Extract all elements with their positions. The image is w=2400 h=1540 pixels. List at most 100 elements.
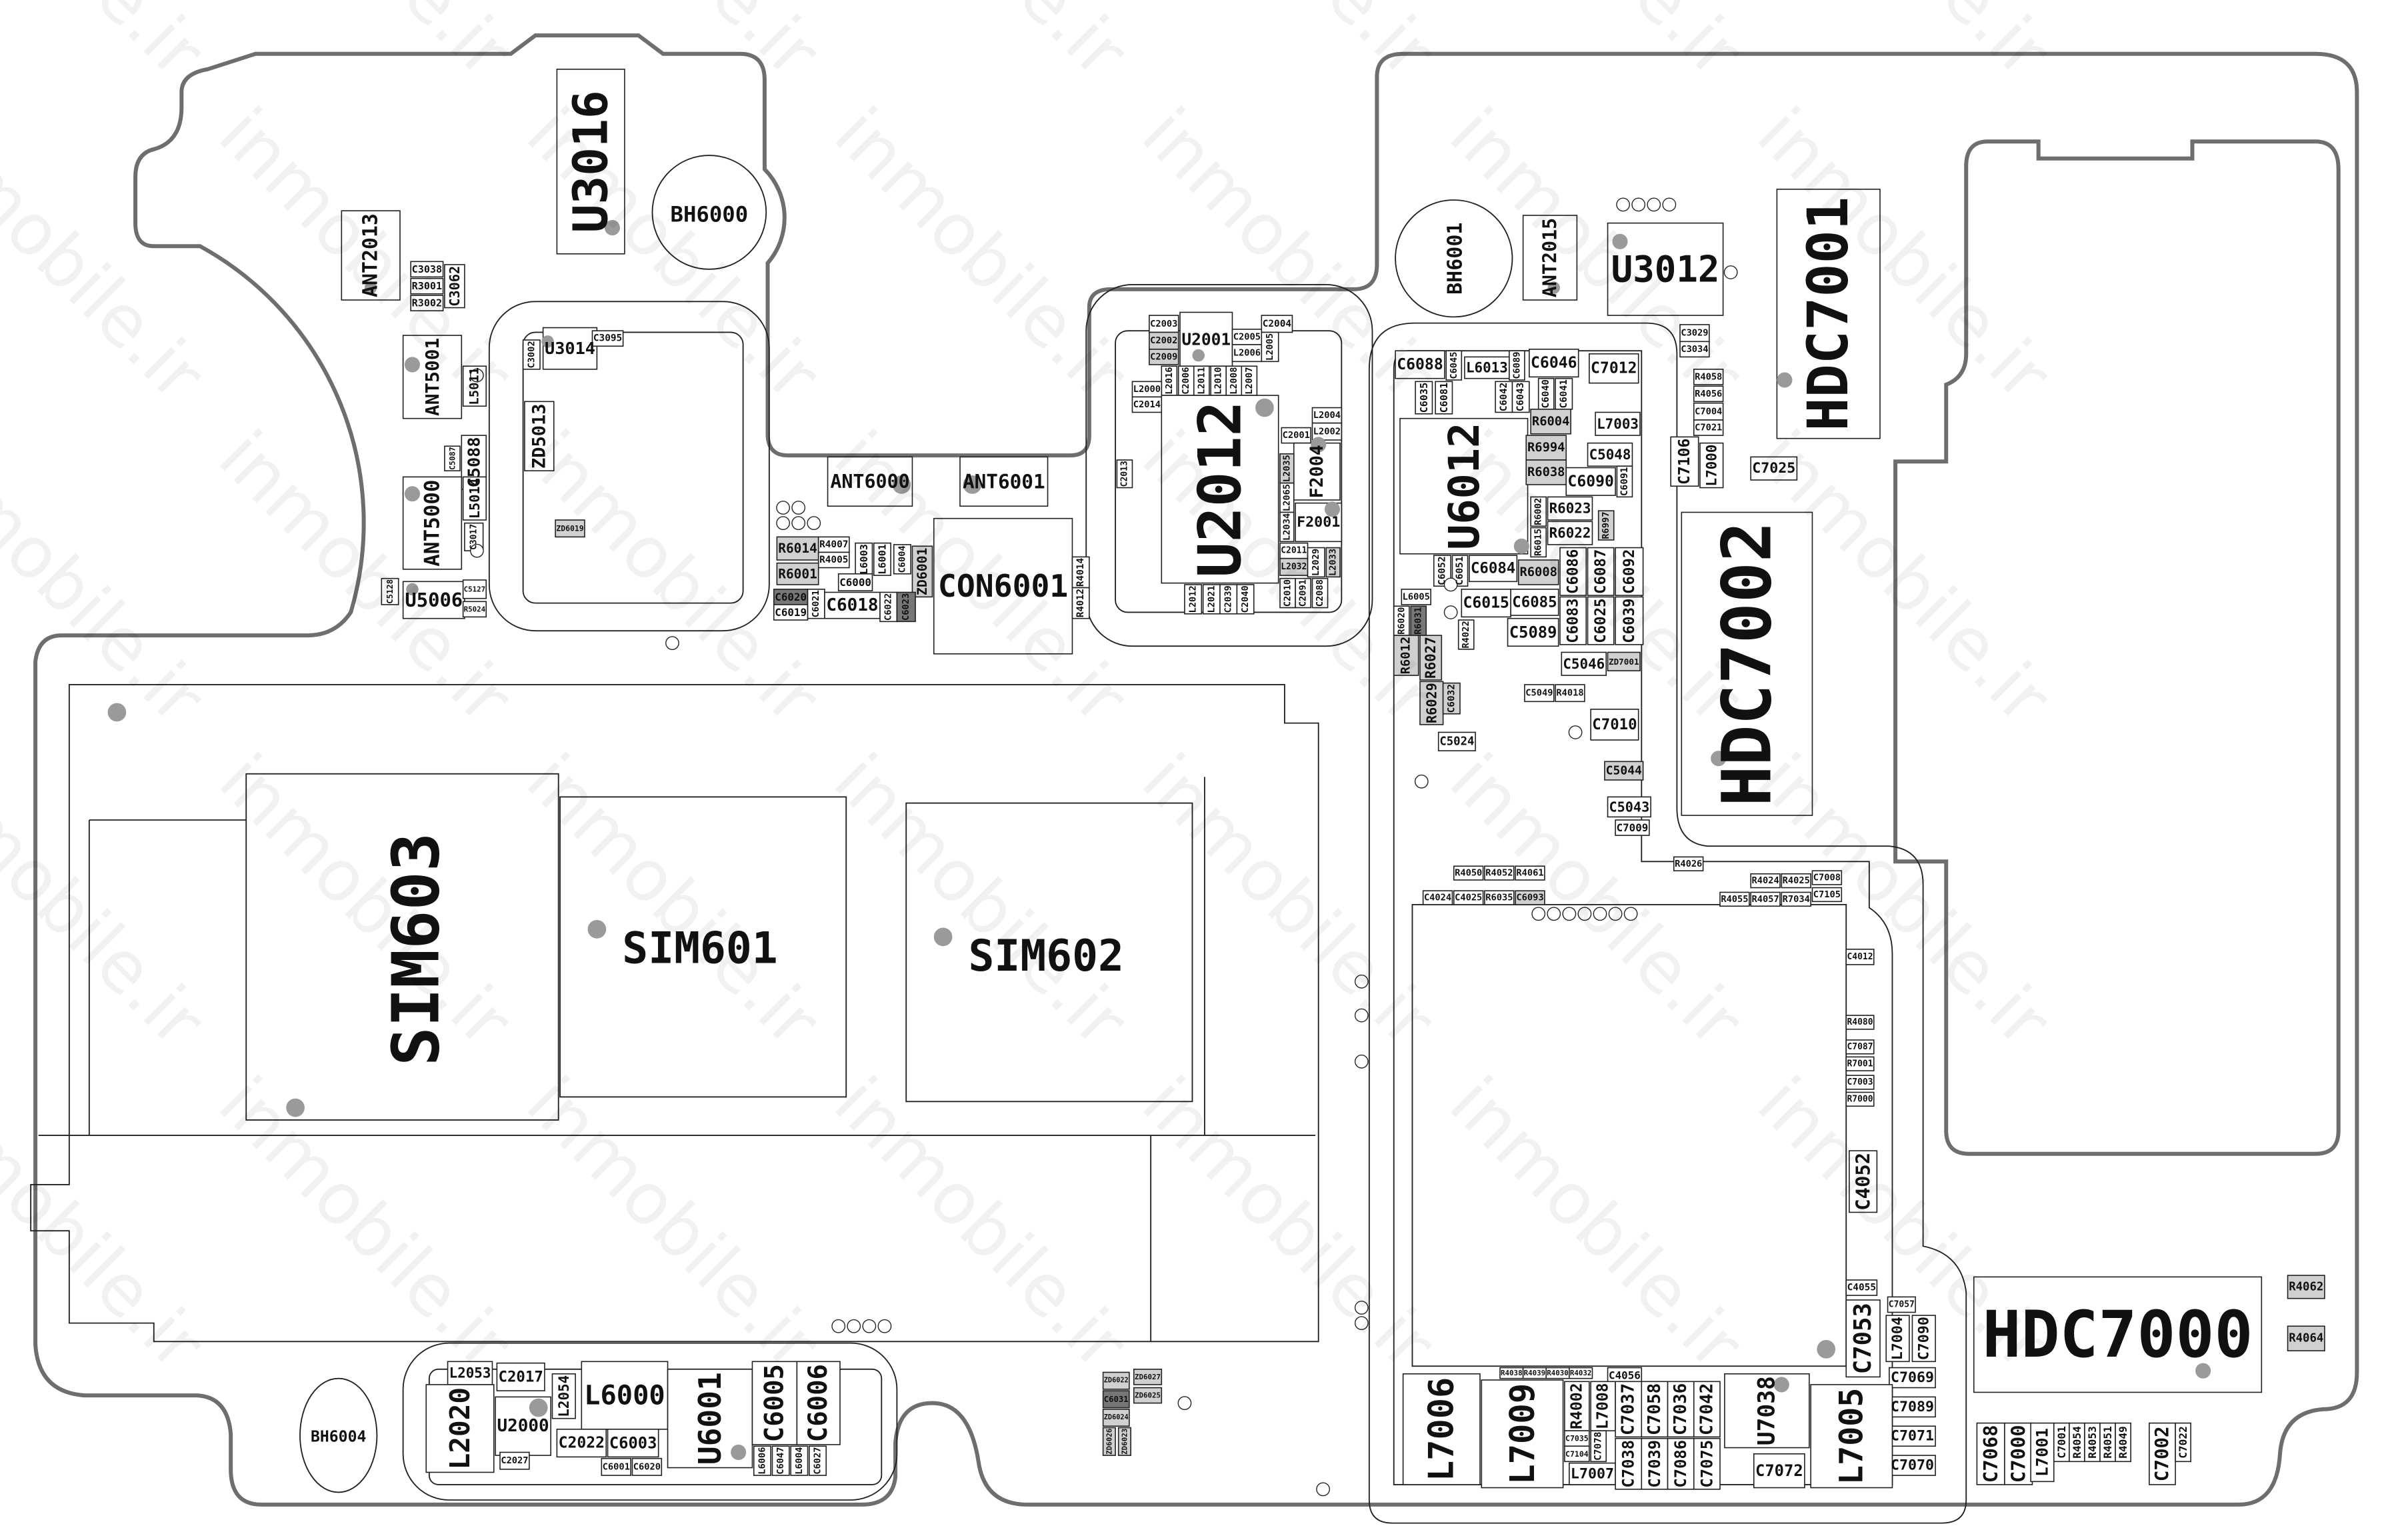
component-r4055-outline [1719, 891, 1750, 907]
component-r4012-outline [1071, 587, 1090, 619]
component-label: C6039 [1621, 598, 1638, 643]
component-c2004-outline [1261, 315, 1293, 333]
component-l7005-outline [1810, 1384, 1893, 1489]
component-label: R4054 [2071, 1426, 2083, 1459]
component-label: L6001 [876, 544, 888, 575]
test-point [1577, 907, 1592, 921]
component-label: C5044 [1606, 764, 1642, 778]
component-c7021-outline [1693, 419, 1724, 436]
component-c7057-outline [1887, 1296, 1916, 1313]
pin1-dot [1255, 398, 1274, 417]
component-label: R4051 [2101, 1426, 2114, 1459]
component-label: ZD7001 [1609, 657, 1639, 667]
component-label: L7008 [1595, 1383, 1612, 1429]
shield-right-outer [1368, 322, 1967, 1524]
pin1-dot [286, 1098, 305, 1117]
component-label: C7039 [1645, 1440, 1664, 1488]
component-c7010-outline [1590, 709, 1639, 741]
component-label: C7004 [1695, 406, 1722, 417]
component-label: C6086 [1565, 549, 1582, 594]
component-label: ZD6022 [1104, 1377, 1129, 1385]
test-point [1443, 605, 1458, 619]
component-c2017-outline [496, 1362, 545, 1391]
component-label: C7069 [1891, 1369, 1934, 1386]
component-label: R4030 [1547, 1369, 1569, 1377]
component-r7000-outline [1845, 1091, 1875, 1107]
component-label: C7070 [1891, 1457, 1934, 1474]
component-label: C7104 [1565, 1449, 1589, 1459]
component-label: C7042 [1697, 1383, 1717, 1435]
component-label: C7002 [2152, 1426, 2173, 1481]
component-label: C7025 [1752, 460, 1795, 477]
test-point [1354, 974, 1369, 989]
test-point [776, 516, 790, 530]
component-label: C6001 [603, 1461, 630, 1472]
component-c7022-outline [2175, 1422, 2191, 1463]
component-pads [341, 69, 2325, 1490]
component-label: C6091 [1619, 467, 1630, 496]
component-l2012-outline [1184, 584, 1203, 615]
component-label: C4056 [1609, 1369, 1641, 1382]
component-label: C6004 [897, 545, 907, 573]
component-label: C6081 [1438, 383, 1450, 413]
test-point [1414, 774, 1429, 789]
component-label: L2021 [1206, 585, 1217, 613]
component-label: R6997 [1601, 511, 1611, 539]
component-label: R4049 [2117, 1426, 2129, 1459]
component-label: U2000 [497, 1416, 549, 1436]
pin1-dot [1773, 1377, 1789, 1393]
test-point [1354, 1054, 1369, 1069]
component-c6043-outline [1511, 381, 1530, 413]
watermark-text: inmobile.ir [511, 1061, 835, 1385]
component-c7075-outline [1693, 1437, 1721, 1490]
component-label: R4014 [1075, 557, 1086, 587]
component-zd6001-outline [911, 545, 933, 598]
component-r4058-outline [1693, 369, 1724, 385]
component-c7068-outline [1976, 1422, 2005, 1485]
component-r6029-outline [1419, 681, 1444, 725]
component-label: R6014 [778, 541, 817, 556]
component-label: C2009 [1150, 351, 1177, 362]
component-label: L2007 [1244, 367, 1255, 395]
pin1-dot [541, 335, 554, 348]
component-label: C7008 [1813, 873, 1841, 883]
component-label: C3038 [412, 263, 443, 275]
component-label: C7009 [1617, 821, 1649, 834]
component-label: C5087 [447, 447, 457, 470]
component-c6084-outline [1469, 555, 1518, 583]
component-label: C2039 [1223, 585, 1234, 613]
watermark-text: inmobile.ir [0, 739, 220, 1063]
watermark-text: inmobile.ir [203, 0, 527, 93]
component-label: C7057 [1889, 1299, 1915, 1309]
component-l5014-outline [462, 476, 487, 521]
component-label: R6994 [1527, 441, 1565, 455]
component-l7000-outline [1699, 442, 1724, 489]
component-c7090-outline [1911, 1315, 1936, 1363]
component-label: L7005 [1833, 1388, 1870, 1485]
test-points [469, 197, 1738, 1497]
component-r4049-outline [2115, 1422, 2131, 1463]
component-label: ANT5001 [421, 338, 443, 416]
component-r6008-outline [1517, 559, 1559, 585]
component-label: C4025 [1455, 893, 1482, 903]
component-c5089-outline [1507, 617, 1559, 647]
component-c2091-outline [1295, 577, 1311, 609]
watermark-text: inmobile.ir [203, 1061, 527, 1385]
test-point [791, 516, 806, 530]
component-label: F2004 [1307, 445, 1327, 498]
component-label: R6001 [778, 566, 817, 581]
component-c7038-outline [1615, 1437, 1643, 1490]
test-point [1443, 577, 1458, 592]
sim602-label: SIM602 [969, 931, 1124, 981]
component-label: R4012 [1075, 589, 1086, 617]
component-c7002-outline [2149, 1422, 2176, 1485]
component-label: L2005 [1265, 333, 1275, 361]
component-label: C6051 [1455, 556, 1465, 585]
test-point [847, 1319, 861, 1333]
test-point [1531, 907, 1546, 921]
watermark-text: inmobile.ir [819, 739, 1143, 1063]
component-label: R4007 [819, 539, 848, 550]
component-c4052-outline [1849, 1150, 1878, 1213]
component-c7072-outline [1753, 1453, 1805, 1489]
